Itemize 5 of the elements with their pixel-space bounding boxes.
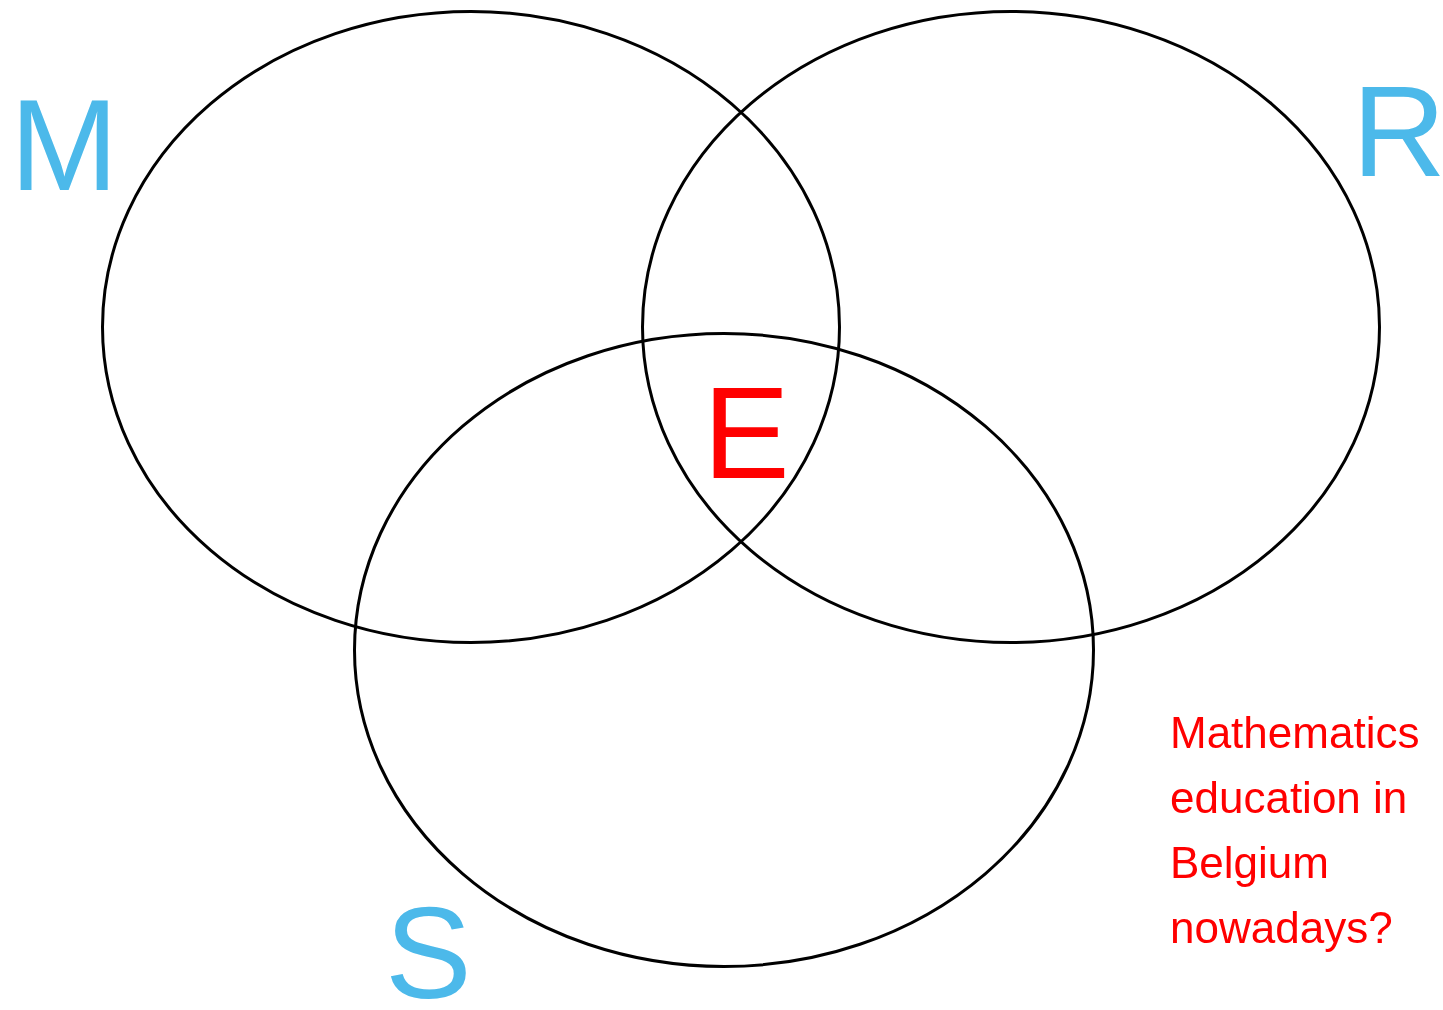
intersection-label: E [703,368,790,498]
set-label: S [385,900,472,1007]
set-label: M [10,92,119,199]
question-text: Mathematics education in Belgium nowadays? [1170,707,1421,955]
set-label: R [1352,78,1443,185]
